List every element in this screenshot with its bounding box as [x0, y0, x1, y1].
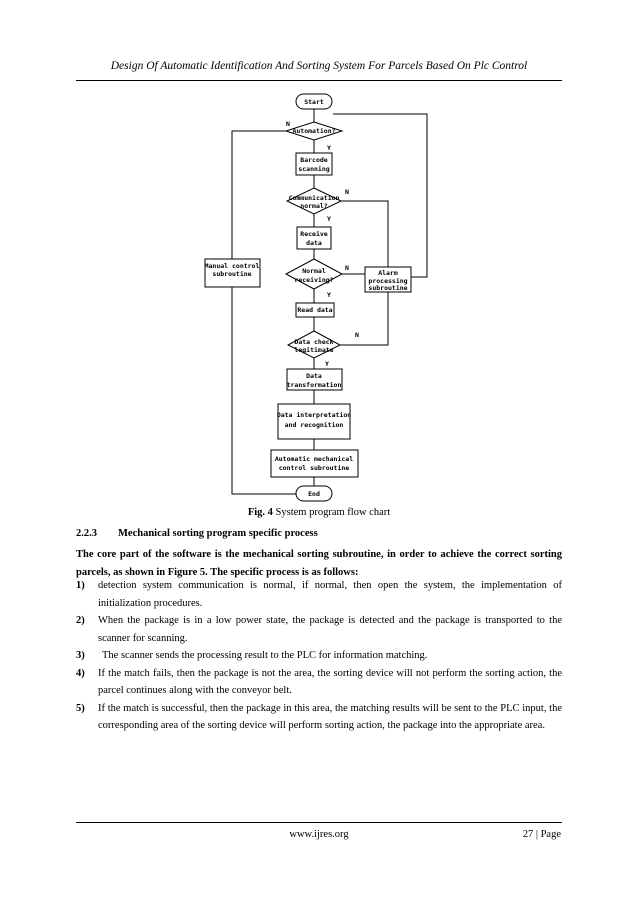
list-item: 4) If the match fails, then the package i…: [76, 665, 562, 700]
step-number: 5): [76, 702, 85, 714]
comm-no-label: N: [345, 188, 349, 196]
transform-label-1: Data: [306, 372, 322, 380]
step-text: detection system communication is normal…: [98, 580, 562, 609]
check-label-1: Data check: [294, 338, 333, 346]
section-intro: The core part of the software is the mec…: [76, 549, 562, 578]
receive-label-2: data: [306, 239, 322, 247]
list-item: 2) When the package is in a low power sta…: [76, 612, 562, 647]
page-number: 27 | Page: [522, 829, 561, 840]
end-label: End: [308, 490, 320, 498]
list-item: 5) If the match is successful, then the p…: [76, 700, 562, 735]
data-check-decision: Data check legitimate: [286, 330, 342, 359]
automation-label: Automation?: [292, 127, 335, 135]
process-steps-list: 1) detection system communication is norm…: [76, 577, 562, 735]
header-rule: [76, 80, 562, 81]
section-number: 2.2.3: [76, 528, 97, 539]
alarm-label-1: Alarm: [378, 269, 398, 277]
start-node: Start: [295, 93, 333, 110]
end-node: End: [295, 485, 333, 502]
barcode-scanning-node: Barcode scanning: [295, 152, 333, 176]
communication-decision: Communication normal?: [285, 187, 343, 215]
figure-caption-text: System program flow chart: [272, 507, 391, 518]
manual-label-2: subroutine: [212, 270, 251, 278]
flow-connectors: [231, 109, 428, 495]
comm-label-1: Communication: [289, 194, 340, 202]
system-flow-chart: Start Automation? Barcode scanning Commu…: [204, 93, 428, 502]
step-text: If the match is successful, then the pac…: [98, 702, 562, 732]
footer-rule: [76, 822, 562, 823]
step-number: 4): [76, 667, 85, 679]
normal-label-1: Normal: [302, 267, 326, 275]
step-number: 1): [76, 580, 85, 591]
footer-url: www.ijres.org: [289, 829, 349, 840]
comm-label-2: normal?: [300, 202, 327, 210]
auto-label-1: Automatic mechanical: [275, 455, 353, 463]
check-yes-label: Y: [325, 360, 329, 368]
automation-no-label: N: [286, 120, 290, 128]
automatic-control-node: Automatic mechanical control subroutine: [270, 449, 359, 478]
list-item: 1) detection system communication is norm…: [76, 577, 562, 612]
step-number: 3): [76, 650, 85, 661]
manual-label-1: Manual control: [205, 262, 260, 270]
step-text: When the package is in a low power state…: [98, 615, 562, 644]
alarm-label-2: processing: [368, 277, 407, 285]
receive-label-1: Receive: [300, 230, 327, 238]
alarm-processing-node: Alarm processing subroutine: [364, 266, 412, 293]
manual-control-node: Manual control subroutine: [204, 258, 261, 288]
figure-number: Fig. 4: [247, 507, 273, 518]
automation-yes-label: Y: [327, 144, 331, 152]
check-no-label: N: [355, 331, 359, 339]
comm-yes-label: Y: [327, 215, 331, 223]
section-title: Mechanical sorting program specific proc…: [118, 528, 318, 539]
transform-label-2: transformation: [287, 381, 342, 389]
normal-receiving-decision: Normal receiving?: [284, 258, 344, 290]
branch-labels: N Y N Y N Y N Y: [286, 120, 359, 368]
normal-label-2: receiving?: [294, 276, 333, 284]
step-text: If the match fails, then the package is …: [98, 667, 562, 697]
start-label: Start: [304, 98, 324, 106]
interp-label-2: and recognition: [285, 421, 344, 429]
barcode-label-2: scanning: [298, 165, 329, 173]
read-data-label: Read data: [297, 306, 332, 314]
section-heading: 2.2.3 Mechanical sorting program specific…: [76, 528, 318, 539]
figure-caption: Fig. 4 System program flow chart: [0, 507, 638, 518]
step-text: The scanner sends the processing result …: [102, 650, 428, 661]
barcode-label-1: Barcode: [300, 156, 327, 164]
read-data-node: Read data: [295, 302, 335, 318]
alarm-label-3: subroutine: [368, 284, 407, 292]
interpretation-node: Data interpretation and recognition: [277, 403, 351, 440]
step-number: 2): [76, 615, 85, 626]
interp-label-1: Data interpretation: [277, 411, 351, 419]
auto-label-2: control subroutine: [279, 464, 350, 472]
normal-no-label: N: [345, 264, 349, 272]
check-label-2: legitimate: [294, 346, 333, 354]
list-item: 3) The scanner sends the processing resul…: [76, 647, 562, 665]
automation-decision: Automation?: [284, 121, 344, 141]
normal-yes-label: Y: [327, 291, 331, 299]
receive-data-node: Receive data: [296, 226, 332, 250]
data-transformation-node: Data transformation: [286, 368, 343, 391]
running-header: Design Of Automatic Identification And S…: [110, 60, 528, 72]
